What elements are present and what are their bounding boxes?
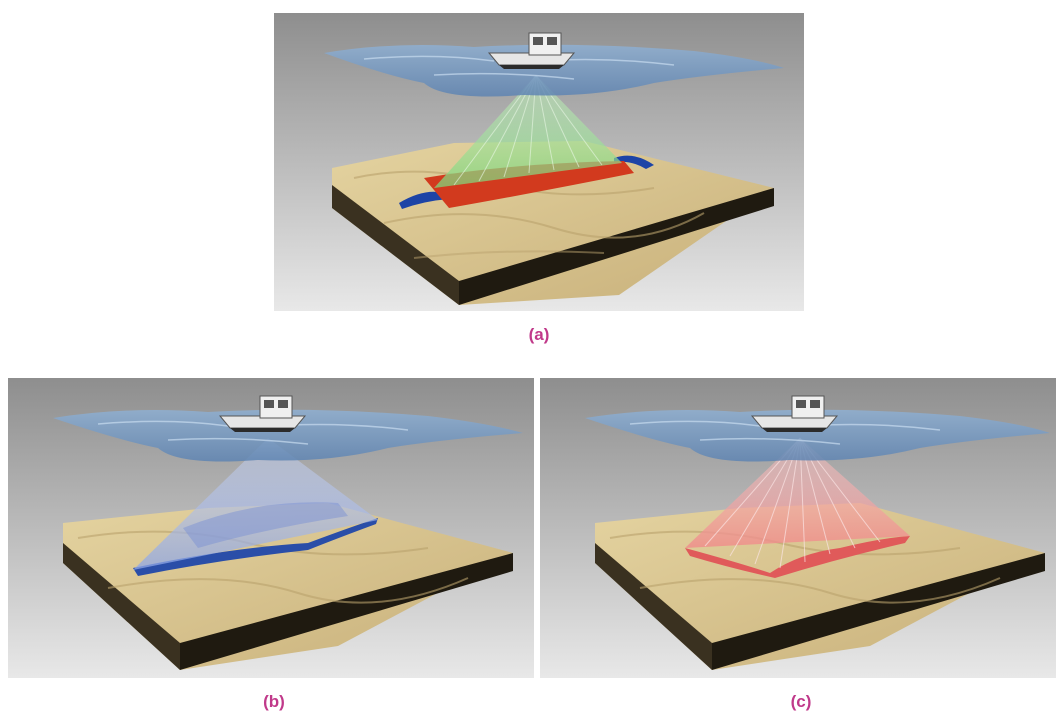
panel-b-svg — [8, 378, 534, 678]
panel-c-svg — [540, 378, 1056, 678]
panel-a-svg — [274, 13, 804, 311]
water-surface — [53, 409, 523, 462]
panel-c-illustration — [540, 378, 1056, 678]
survey-boat — [218, 395, 307, 432]
seafloor-swath-marks — [133, 518, 378, 576]
sonar-beam-wide-swath — [133, 438, 378, 570]
survey-boat — [750, 395, 839, 432]
survey-boat — [487, 32, 576, 69]
panel-a-caption: (a) — [528, 325, 550, 344]
panel-b-caption: (b) — [263, 692, 285, 711]
panel-c-caption: (c) — [790, 692, 812, 711]
panel-a-illustration — [274, 13, 804, 311]
panel-b-illustration — [8, 378, 534, 678]
water-surface — [324, 44, 784, 97]
